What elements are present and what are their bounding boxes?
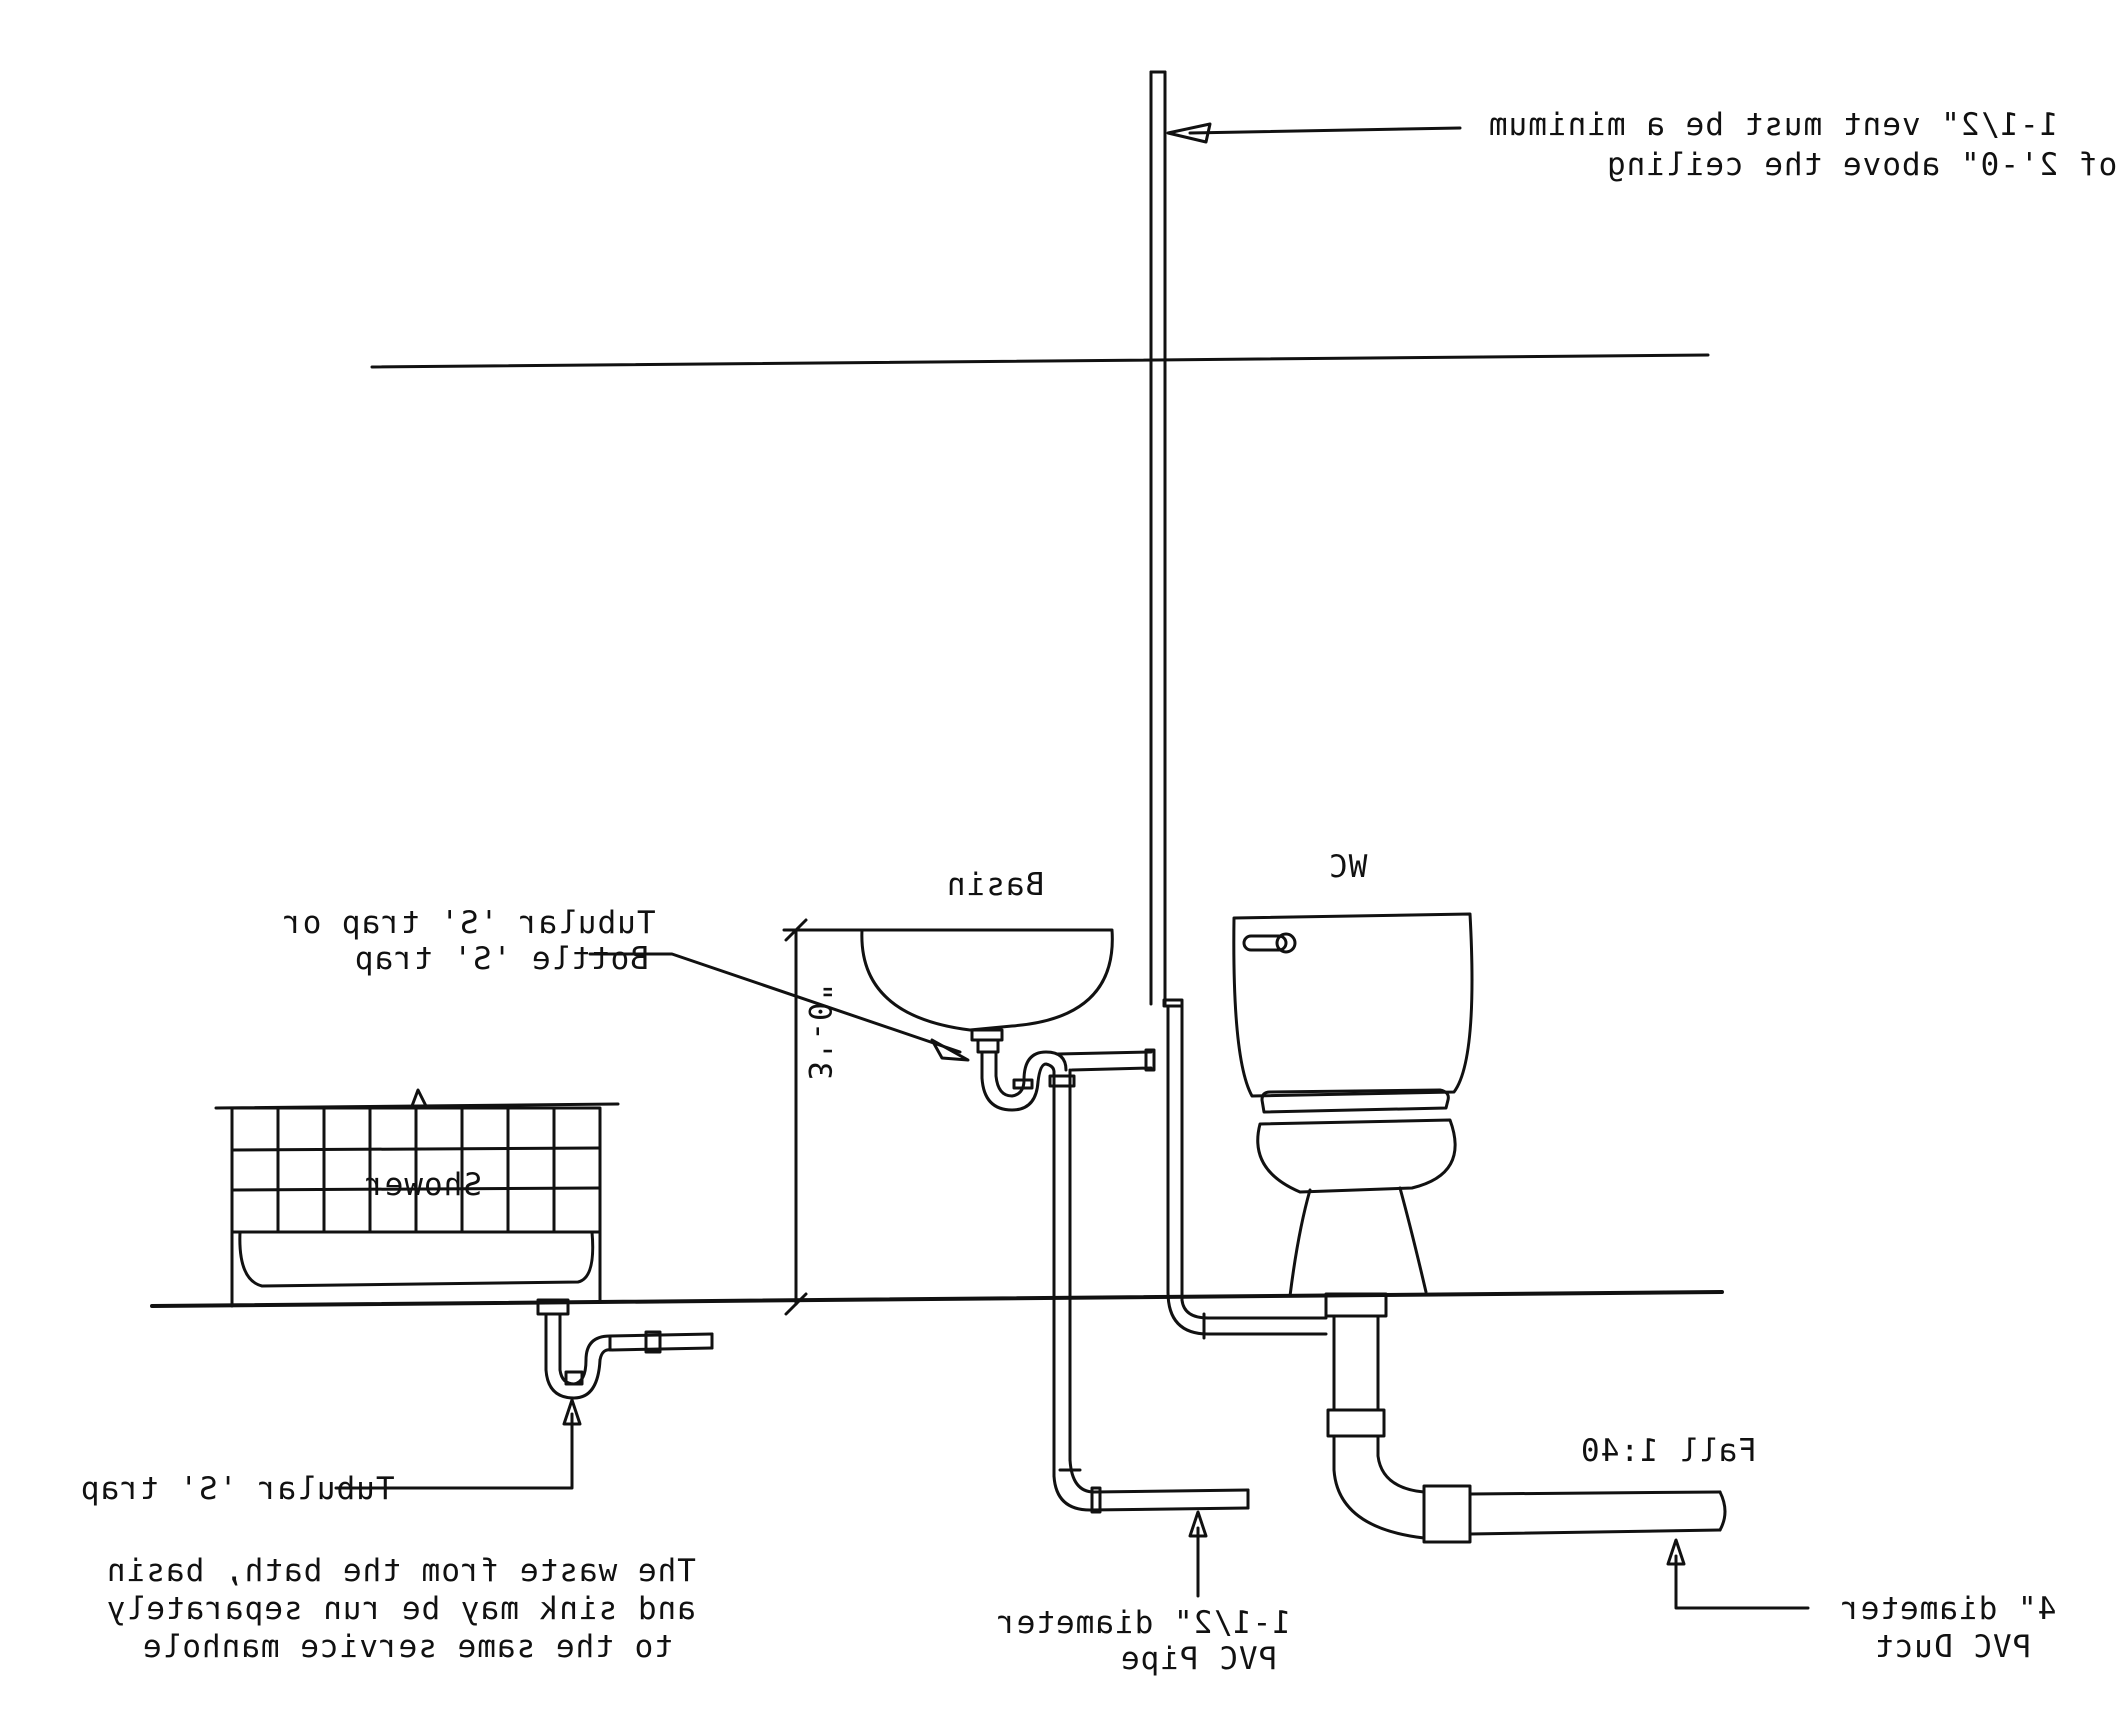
height-dimension-label: 3'-0" [801,981,837,1080]
duct-size-line-2: PVC Duct [1874,1629,2032,1665]
vent-stack [1149,70,1328,1340]
ceiling-line [370,353,1710,369]
shower-trap-label: Tubular 'S' trap [80,1471,395,1507]
basin-fixture [860,928,1250,1514]
pipe-callout [1188,1510,1208,1598]
shower-label: Shower [364,1167,482,1203]
shower-trap-callout [334,1398,582,1490]
plumbing-section-diagram: 1-1/2" vent must be a minimum of 2'-0" a… [80,70,2117,1677]
shower-fixture [214,1088,714,1400]
fall-label: Fall 1:40 [1580,1433,1757,1469]
height-dimension [782,918,864,1316]
pipe-size-line-1: 1-1/2" diameter [996,1605,1291,1641]
basin-trap-note-line-1: Tubular 'S' trap or [282,905,656,941]
waste-note-line-2: and sink may be run separately [106,1591,696,1627]
basin-trap-callout [588,952,970,1062]
drawing-canvas [150,70,1810,1610]
basin-trap-note-line-2: Bottle 'S' trap [354,941,649,977]
vent-callout [1166,122,1462,144]
floor-line [150,1290,1724,1308]
duct-callout [1666,1538,1810,1610]
vent-note-line-2: of 2'-0" above the ceiling [1606,147,2117,183]
duct-size-line-1: 4" diameter [1840,1591,2057,1627]
pipe-size-line-2: PVC Pipe [1120,1641,1278,1677]
wc-label: WC [1328,849,1368,885]
waste-note-line-1: The waste from the bath, basin [106,1553,696,1589]
basin-label: Basin [946,867,1045,903]
wc-fixture [1232,912,1727,1544]
waste-note-line-3: to the same service manhole [142,1629,673,1665]
vent-note-line-1: 1-1/2" vent must be a minimum [1488,107,2059,143]
